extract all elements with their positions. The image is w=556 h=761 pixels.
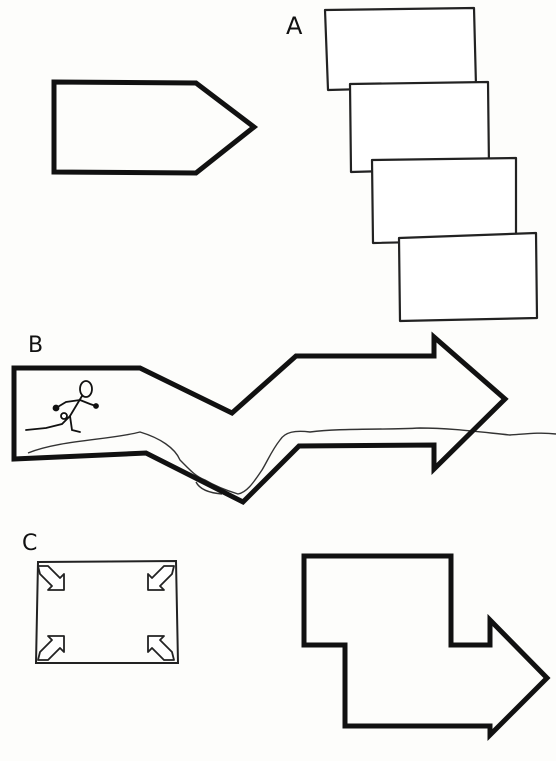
zigzag-arrow-shape (14, 337, 505, 502)
step-arrow-shape (304, 556, 547, 735)
label-b: B (28, 333, 43, 358)
card-3 (372, 158, 516, 243)
pentagon-arrow-shape (54, 82, 254, 173)
label-c: C (22, 531, 37, 556)
stick-figure-runner (26, 381, 98, 432)
label-a: A (286, 12, 303, 40)
cascading-cards (325, 8, 537, 321)
arrow-top-right (148, 566, 174, 590)
card-1 (325, 8, 476, 90)
arrow-top-left (38, 566, 64, 590)
terrain-line (28, 428, 556, 494)
corner-arrows-box (36, 561, 178, 663)
card-4 (399, 233, 537, 321)
arrow-bottom-left (38, 636, 64, 660)
arrow-bottom-right (148, 636, 174, 660)
